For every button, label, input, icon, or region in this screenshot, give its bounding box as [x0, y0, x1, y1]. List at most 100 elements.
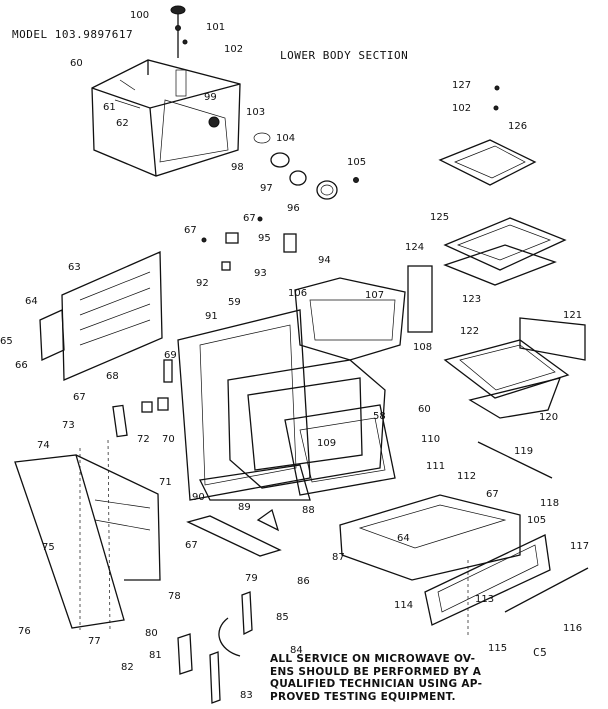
part-number-label: 89 — [238, 502, 251, 513]
section-title: LOWER BODY SECTION — [280, 49, 409, 62]
part-number-label: 126 — [508, 121, 528, 132]
front-frame — [177, 309, 311, 501]
part-number-label: 87 — [332, 552, 345, 563]
leader-dashes — [79, 439, 469, 635]
service-note-line: QUALIFIED TECHNICIAN USING AP- — [270, 678, 483, 690]
part-number-label: 110 — [421, 434, 441, 445]
oven-racks — [443, 217, 567, 286]
part-number-label: 101 — [206, 22, 226, 33]
part-number-label: 92 — [196, 278, 209, 289]
part-number-label: 106 — [288, 288, 308, 299]
part-number-label: 97 — [260, 183, 273, 194]
hinge-bar — [186, 508, 282, 557]
part-number-label: 103 — [246, 107, 266, 118]
part-number-label: 112 — [457, 471, 477, 482]
drawer-front — [424, 534, 589, 626]
part-number-label: 127 — [452, 80, 472, 91]
part-number-label: 77 — [88, 636, 101, 647]
part-number-label: 70 — [162, 434, 175, 445]
part-number-label: 119 — [514, 446, 534, 457]
part-number-label: 125 — [430, 212, 450, 223]
part-number-label: 74 — [37, 440, 50, 451]
part-number-label: 72 — [137, 434, 150, 445]
part-number-label: 108 — [413, 342, 433, 353]
part-number-label: 113 — [475, 594, 495, 605]
part-number-label: 93 — [254, 268, 267, 279]
part-number-label: 85 — [276, 612, 289, 623]
part-number-label: 99 — [204, 92, 217, 103]
part-number-label: 81 — [149, 650, 162, 661]
part-number-label: 78 — [168, 591, 181, 602]
part-number-label: 83 — [240, 690, 253, 701]
part-number-label: 59 — [228, 297, 241, 308]
part-number-label: 123 — [462, 294, 482, 305]
part-number-label: 121 — [563, 310, 583, 321]
part-number-label: 86 — [297, 576, 310, 587]
part-number-label: 102 — [452, 103, 472, 114]
part-number-label: 63 — [68, 262, 81, 273]
part-number-label: 79 — [245, 573, 258, 584]
service-note-line: PROVED TESTING EQUIPMENT. — [270, 690, 456, 703]
part-number-label: 82 — [121, 662, 134, 673]
part-number-label: 60 — [70, 58, 83, 69]
door-latch — [112, 359, 173, 438]
part-number-label: 117 — [570, 541, 590, 552]
part-number-label: 124 — [405, 242, 425, 253]
part-number-label: 116 — [563, 623, 583, 634]
part-number-label: 111 — [426, 461, 446, 472]
seal-rings — [253, 132, 359, 200]
part-number-label: 91 — [205, 311, 218, 322]
part-number-label: 64 — [25, 296, 38, 307]
part-number-label: 67 — [73, 392, 86, 403]
part-number-label: 67 — [243, 213, 256, 224]
part-number-label: 80 — [145, 628, 158, 639]
part-number-label: 58 — [373, 411, 386, 422]
part-number-label: 69 — [164, 350, 177, 361]
part-number-label: 109 — [317, 438, 337, 449]
part-number-label: 122 — [460, 326, 480, 337]
part-number-label: 71 — [159, 477, 172, 488]
part-number-label: 94 — [318, 255, 331, 266]
part-number-label: 90 — [192, 492, 205, 503]
inner-door-assembly — [227, 359, 396, 496]
side-panel — [39, 251, 163, 381]
top-fastener — [170, 5, 188, 58]
part-number-label: 60 — [418, 404, 431, 415]
part-number-label: 73 — [62, 420, 75, 431]
part-number-label: 118 — [540, 498, 560, 509]
part-number-label: 105 — [527, 515, 547, 526]
broil-pan — [443, 317, 586, 419]
service-note-line: ALL SERVICE ON MICROWAVE OV- — [270, 653, 476, 665]
outer-door — [14, 454, 161, 629]
page-code: C5 — [533, 646, 548, 659]
part-number-label: 75 — [42, 542, 55, 553]
part-number-label: 96 — [287, 203, 300, 214]
part-number-label: 104 — [276, 133, 296, 144]
small-brackets — [201, 216, 297, 271]
part-number-label: 84 — [290, 645, 303, 656]
part-number-label: 100 — [130, 10, 150, 21]
part-number-label: 68 — [106, 371, 119, 382]
part-number-label: 67 — [185, 540, 198, 551]
part-number-label: 65 — [0, 336, 13, 347]
part-number-label: 102 — [224, 44, 244, 55]
door-hinges — [177, 591, 253, 704]
part-number-label: 98 — [231, 162, 244, 173]
heating-element — [438, 85, 537, 186]
model-number: MODEL 103.9897617 — [12, 28, 134, 41]
part-number-label: 66 — [15, 360, 28, 371]
part-number-label: 95 — [258, 233, 271, 244]
part-number-label: 107 — [365, 290, 385, 301]
part-number-label: 76 — [18, 626, 31, 637]
part-number-label: 62 — [116, 118, 129, 129]
upper-cabinet — [91, 59, 241, 177]
service-note: ALL SERVICE ON MICROWAVE OV- ENS SHOULD … — [270, 653, 482, 703]
part-number-label: 120 — [539, 412, 559, 423]
part-number-label: 115 — [488, 643, 508, 654]
part-number-label: 61 — [103, 102, 116, 113]
oven-liner — [294, 265, 433, 361]
part-number-label: 64 — [397, 533, 410, 544]
part-number-label: 88 — [302, 505, 315, 516]
